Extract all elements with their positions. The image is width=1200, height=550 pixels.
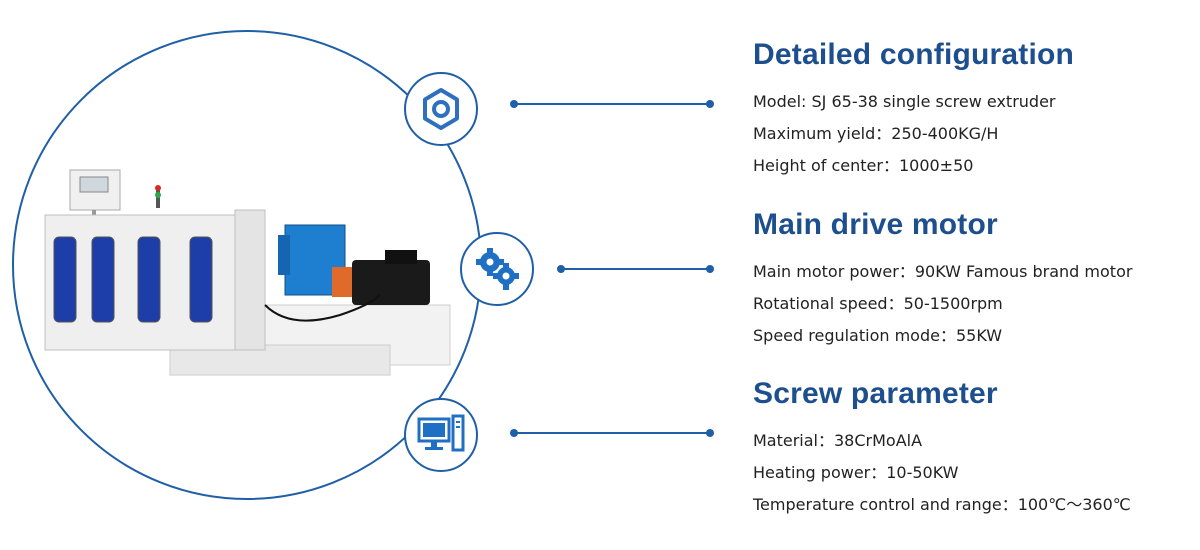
- spec-line: Temperature control and range：100℃～360℃: [753, 495, 1131, 514]
- motor-badge: [460, 232, 534, 306]
- connector-line-motor: [557, 265, 714, 273]
- screw-badge: [404, 398, 478, 472]
- section-title: Screw parameter: [753, 377, 998, 410]
- section-detailed-configuration: Detailed configuration Model: SJ 65-38 s…: [753, 38, 1074, 182]
- section-title: Main drive motor: [753, 208, 998, 241]
- connector-line-screw: [510, 429, 714, 437]
- connector-line-configuration: [510, 100, 714, 108]
- configuration-badge: [404, 72, 478, 146]
- section-main-drive-motor: Main drive motor Main motor power：90KW F…: [753, 208, 1132, 352]
- spec-line: Material：38CrMoAlA: [753, 431, 923, 450]
- section-title: Detailed configuration: [753, 38, 1075, 71]
- hexagon-nut-icon: [423, 88, 459, 130]
- spec-line: Model: SJ 65-38 single screw extruder: [753, 92, 1056, 111]
- spec-line: Speed regulation mode：55KW: [753, 326, 1003, 345]
- spec-line: Main motor power：90KW Famous brand motor: [753, 262, 1133, 281]
- spec-line: Maximum yield：250-400KG/H: [753, 124, 999, 143]
- computer-icon: [417, 414, 465, 452]
- spec-line: Heating power：10-50KW: [753, 463, 959, 482]
- spec-line: Height of center：1000±50: [753, 156, 974, 175]
- extruder-machine-image: [44, 169, 451, 376]
- spec-line: Rotational speed：50-1500rpm: [753, 294, 1003, 313]
- gears-icon: [476, 248, 519, 290]
- section-screw-parameter: Screw parameter Material：38CrMoAlA Heati…: [753, 377, 1131, 521]
